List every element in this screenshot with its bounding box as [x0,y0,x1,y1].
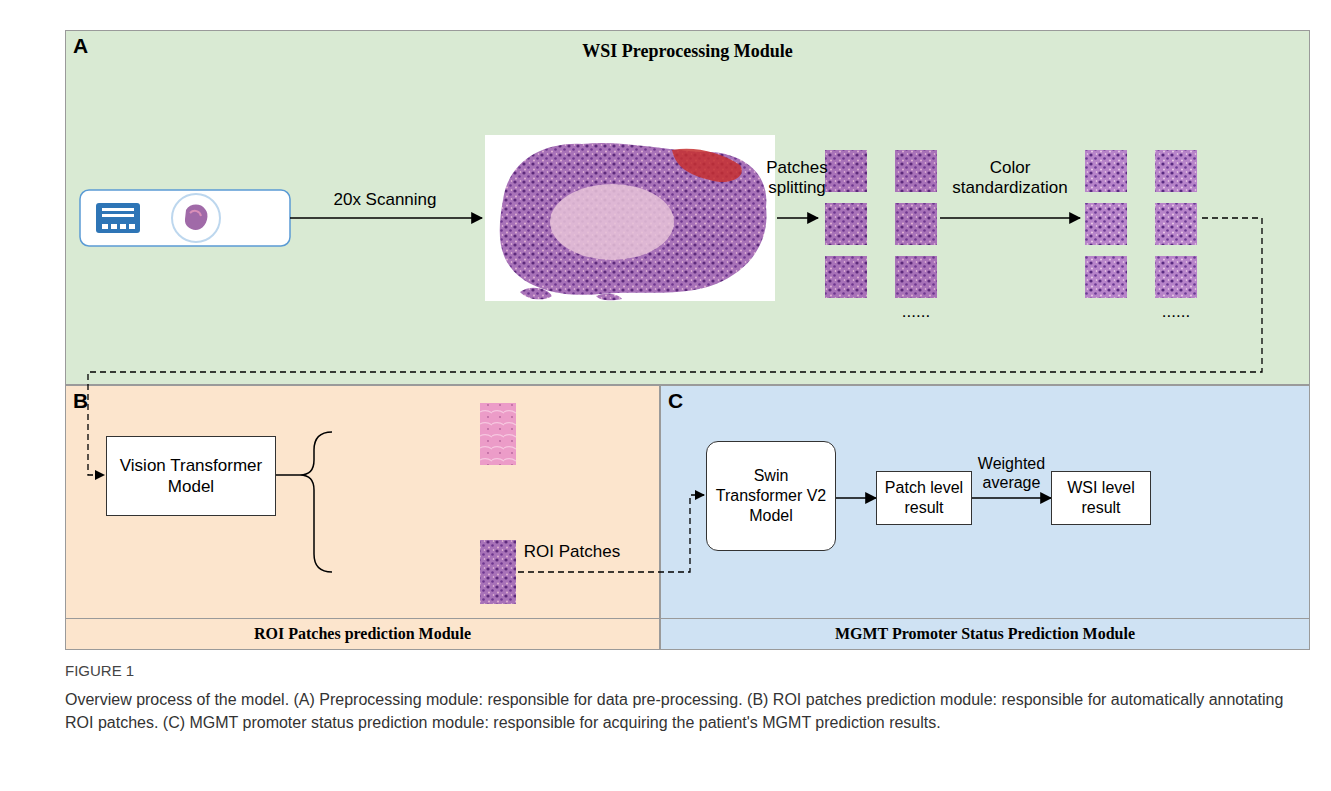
box-label: WSI level result [1058,478,1144,518]
process-box: WSI level result [1051,471,1151,525]
panel-letter: B [73,389,88,413]
arrow-label: 20x Scanning [300,190,470,210]
module-title: WSI Preprocessing Module [66,41,1309,62]
module-title: ROI Patches prediction Module [66,618,659,649]
ellipsis: ...... [1146,302,1206,322]
process-box: Vision Transformer Model [106,436,276,516]
box-label: Vision Transformer Model [113,455,269,498]
arrow-label: ROI Patches [517,542,627,562]
process-box: Swin Transformer V2 Model [706,441,836,551]
panel-letter: C [668,389,683,413]
process-box: Patch level result [876,471,972,525]
module-panel: B ROI Patches prediction Module Vision Tra… [65,385,660,650]
module-panel: AWSI Preprocessing Module [65,30,1310,385]
module-title: MGMT Promoter Status Prediction Module [661,618,1309,649]
figure-caption: Overview process of the model. (A) Prepr… [65,688,1315,734]
panel-letter: A [73,34,88,58]
figure-number: FIGURE 1 [65,662,265,680]
arrow-label: Color standardization [944,158,1076,199]
box-label: Swin Transformer V2 Model [713,466,829,526]
ellipsis: ...... [886,302,946,322]
arrow-label: Patches splitting [761,158,833,199]
box-label: Patch level result [883,478,965,518]
edge-label: Weighted average [974,454,1049,492]
module-panel: C MGMT Promoter Status Prediction Module S… [660,385,1310,650]
